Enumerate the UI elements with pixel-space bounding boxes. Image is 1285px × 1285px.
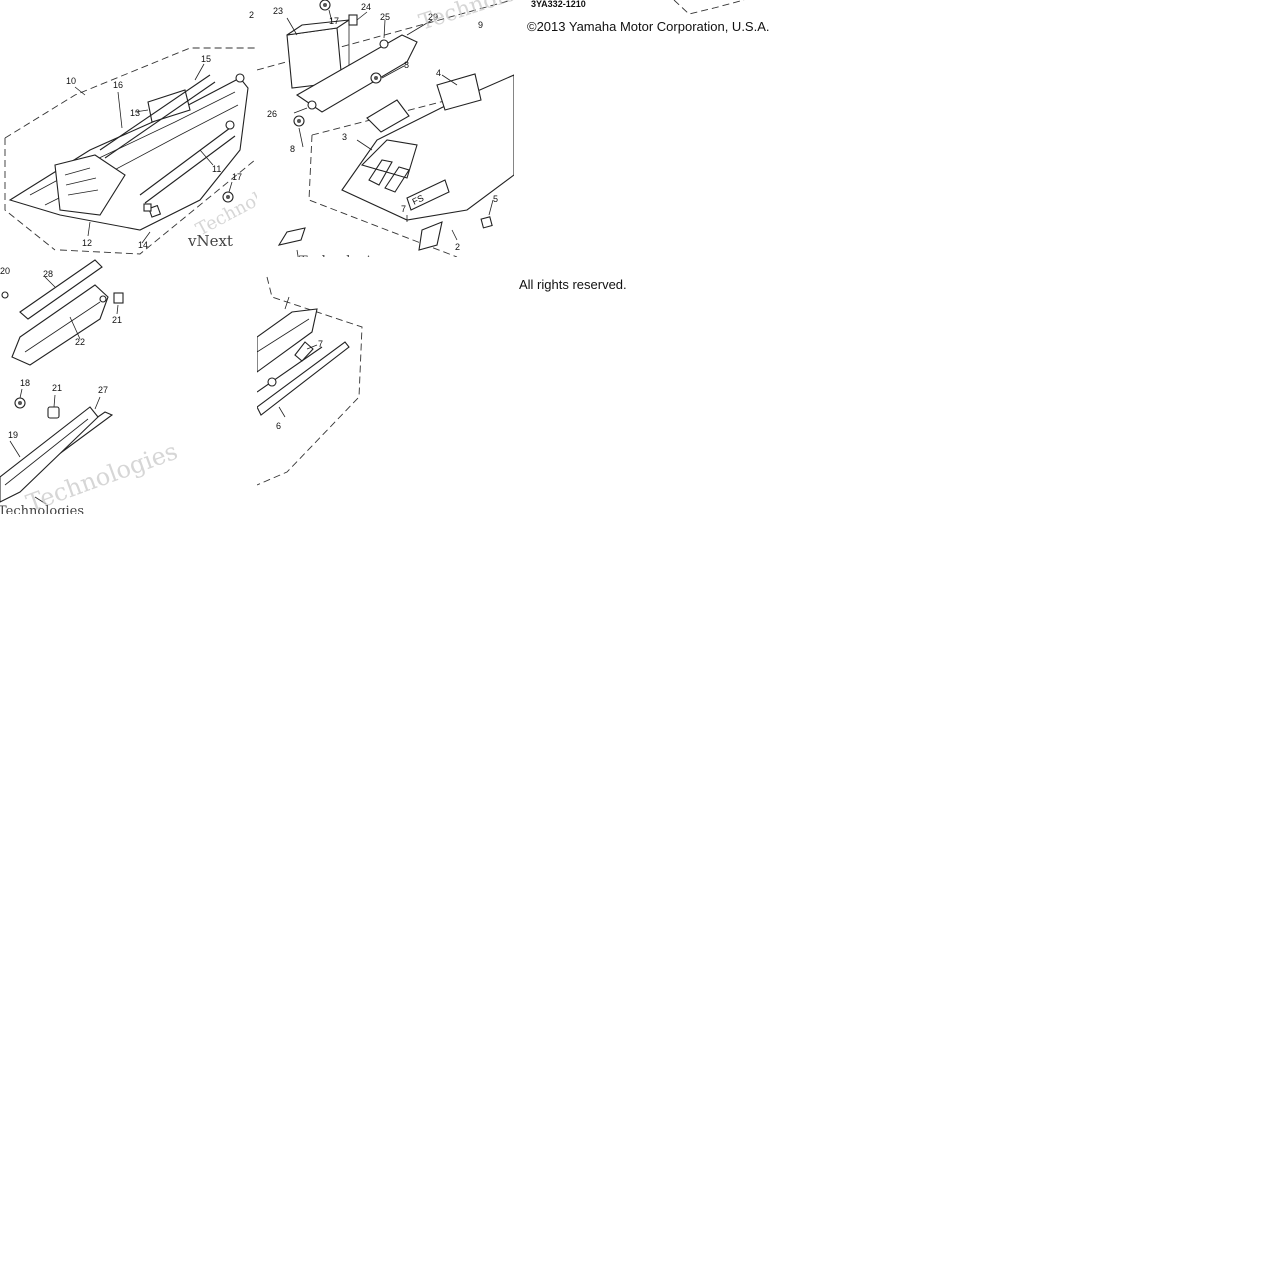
diagram-tile-bottom-middle: 7 6: [257, 257, 514, 514]
grommet: [113, 292, 124, 304]
callout-label: 29: [428, 12, 438, 22]
callout-label: 23: [273, 6, 283, 16]
callout-label: 27: [98, 385, 108, 395]
watermark-text: Technologies: [299, 254, 385, 257]
callout-label: 21: [52, 383, 62, 393]
callout-label: 17: [232, 172, 242, 182]
callout-label: 16: [113, 80, 123, 90]
callout-label: 3: [342, 132, 347, 142]
callout-label: 11: [212, 164, 221, 174]
callout-label: 5: [493, 194, 498, 204]
copyright-caption: ©2013 Yamaha Motor Corporation, U.S.A.: [527, 19, 770, 34]
callout-label: 20: [0, 266, 10, 276]
callout-label: 9: [478, 20, 483, 30]
callout-label: 4: [436, 68, 441, 78]
callout-label: 18: [20, 378, 30, 388]
side-cover-body: [8, 77, 249, 231]
diagram-fragment: 3YA332-1210: [531, 0, 745, 15]
callout-label: 26: [267, 109, 277, 119]
callout-label: 24: [361, 2, 371, 12]
callout-label: 13: [130, 108, 140, 118]
callout-label: 17: [329, 16, 339, 26]
watermark-text: Technologies: [0, 504, 84, 514]
forward-arrow-icon: [277, 227, 306, 246]
callout-label: 7: [318, 339, 323, 349]
callout-label: 25: [380, 12, 390, 22]
rights-caption: All rights reserved.: [519, 277, 627, 292]
callout-label: 19: [8, 430, 18, 440]
side-panel: [257, 308, 318, 373]
callout-label: 22: [75, 337, 85, 347]
exploded-view-side-cover-left: 10 16 15 13 11 17 12 14 2 vNext Technolo…: [4, 10, 257, 255]
callout-label: 2: [455, 242, 460, 252]
trim-strip: [19, 259, 103, 320]
callout-label: 21: [112, 315, 122, 325]
diagram-code: 3YA332-1210: [531, 0, 586, 9]
watermark-text: vNext: [187, 232, 233, 250]
diagram-tile-top-middle: FS 23 17 24 25 29 9 8 26 8 3 4 5 7 2 Tec…: [257, 0, 514, 257]
watermark-text: Technologies: [416, 0, 514, 36]
diagram-tile-bottom-left: 20 28 21 22 18 21 27 19 Technologies Tec…: [0, 257, 257, 514]
exploded-view-side-panel-right: 7 6: [257, 276, 363, 486]
callout-label: 7: [401, 204, 406, 214]
callout-label: 15: [201, 54, 211, 64]
callout-label: 8: [404, 60, 409, 70]
trim-strip: [257, 341, 350, 416]
rear-cover-body: [341, 74, 514, 221]
callout-label: 28: [43, 269, 53, 279]
callout-label: 14: [138, 240, 148, 250]
pad: [436, 73, 482, 111]
diagram-tile-top-right: 3YA332-1210: [514, 0, 771, 20]
callout-label: 6: [276, 421, 281, 431]
diagram-tile-top-left: 10 16 15 13 11 17 12 14 2 vNext Technolo…: [0, 0, 257, 257]
decal-text: FS: [411, 193, 426, 207]
callout-label: 2: [249, 10, 254, 20]
exploded-view-rear-cover: FS 23 17 24 25 29 9 8 26 8 3 4 5 7 2 Tec…: [257, 0, 514, 257]
callout-label: 12: [82, 238, 92, 248]
callout-label: 10: [66, 76, 76, 86]
exploded-view-side-panels: 20 28 21 22 18 21 27 19 Technologies Tec…: [0, 259, 181, 514]
callout-label: 8: [290, 144, 295, 154]
